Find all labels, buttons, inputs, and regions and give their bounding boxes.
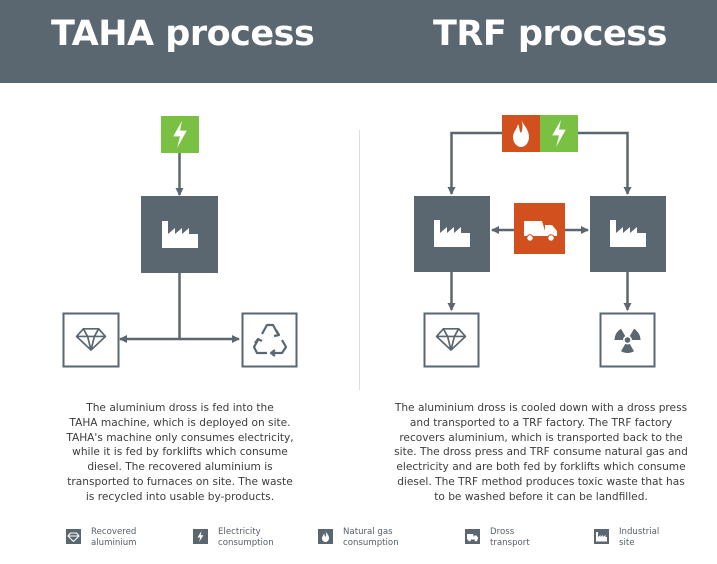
header-banner: TAHA process TRF process	[0, 0, 717, 83]
legend-label: Recovered aluminium	[91, 527, 163, 548]
trf-description-line: The aluminium dross is cooled down with …	[394, 402, 688, 414]
recycle-icon	[252, 323, 288, 357]
legend-label: Dross transport	[490, 527, 562, 548]
taha-recycling-box	[241, 312, 298, 368]
taha-description-line: transported to furnaces on site. The was…	[67, 475, 293, 488]
legend-label-line: consumption	[343, 537, 399, 548]
trf-description-line: recovers aluminium, which is transported…	[399, 431, 683, 444]
taha-aluminium-box	[62, 312, 120, 368]
legend-truck-icon	[465, 529, 480, 544]
trf-aluminium-box	[423, 312, 480, 368]
legend-label-line: transport	[490, 537, 530, 548]
legend-label-line: Electricity	[218, 527, 261, 537]
legend-label-line: Dross	[490, 527, 515, 537]
legend-label: Natural gas consumption	[343, 527, 415, 548]
trf-right-site-box	[590, 196, 666, 272]
taha-description-line: TAHA's machine only consumes electricity…	[66, 431, 294, 444]
legend-dross-transport: Dross transport	[465, 527, 562, 548]
legend-lightning-icon	[193, 529, 208, 544]
taha-site-box	[141, 196, 218, 273]
legend-natural-gas: Natural gas consumption	[318, 527, 415, 548]
trf-description-line: site. The dross press and TRF consume na…	[394, 446, 688, 459]
taha-description-line: TAHA machine, which is deployed on site.	[69, 416, 291, 429]
taha-description: The aluminium dross is fed into the TAHA…	[45, 401, 315, 505]
legend-label-line: consumption	[218, 537, 274, 548]
trf-description-line: and transported to a TRF factory. The TR…	[409, 416, 673, 429]
legend-label-line: Industrial	[619, 527, 660, 537]
column-divider	[359, 130, 360, 390]
legend-factory-icon	[594, 529, 609, 544]
trf-energy-box	[502, 115, 578, 152]
legend-recovered-aluminium: Recovered aluminium	[66, 527, 163, 548]
taha-electricity-box	[161, 116, 199, 153]
legend-diamond-icon	[66, 529, 81, 544]
legend-electricity: Electricity consumption	[193, 527, 290, 548]
trf-arrow-energy-to-right-site	[578, 131, 632, 195]
trf-description-line: to be washed before it can be landfilled…	[434, 490, 648, 503]
taha-description-line: diesel. The recovered aluminium is	[87, 461, 273, 474]
legend-label-line: aluminium	[91, 537, 137, 548]
legend-label-line: Recovered	[91, 527, 137, 537]
trf-description-line: electricity and are both fed by forklift…	[396, 461, 686, 474]
trf-toxic-waste-box	[599, 312, 656, 368]
legend-flame-icon	[318, 529, 333, 544]
taha-description-line: is recycled into usable by-products.	[85, 490, 275, 503]
taha-description-line: The aluminium dross is fed into the	[86, 402, 274, 414]
legend-label-line: site	[619, 537, 635, 548]
legend-label: Electricity consumption	[218, 527, 290, 548]
trf-description: The aluminium dross is cooled down with …	[378, 401, 704, 505]
trf-transport-box	[514, 203, 565, 254]
taha-title: TAHA process	[51, 14, 315, 54]
taha-description-line: while it is fed by forklifts which consu…	[72, 446, 288, 459]
trf-description-line: diesel. The TRF method produces toxic wa…	[397, 475, 685, 488]
trf-left-site-box	[414, 196, 490, 272]
legend-label: Industrial site	[619, 527, 691, 548]
legend-industrial-site: Industrial site	[594, 527, 691, 548]
trf-title: TRF process	[433, 14, 667, 54]
radiation-icon	[614, 328, 641, 354]
trf-arrow-energy-to-left-site	[447, 131, 502, 195]
legend-label-line: Natural gas	[343, 527, 393, 537]
